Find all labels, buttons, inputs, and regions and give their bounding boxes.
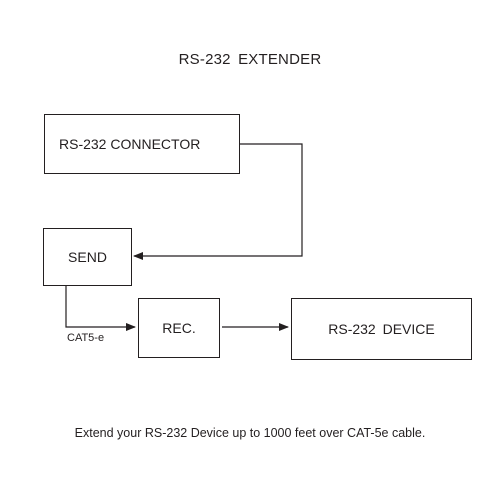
send-box: SEND — [43, 228, 132, 286]
diagram-title: RS-232 EXTENDER — [178, 51, 322, 68]
cable-label: CAT5-e — [67, 332, 105, 344]
receiver-box: REC. — [138, 298, 220, 358]
rs232-connector-box: RS-232 CONNECTOR — [44, 114, 240, 174]
receiver-label: REC. — [162, 320, 196, 336]
caption: Extend your RS-232 Device up to 1000 fee… — [74, 426, 426, 440]
send-label: SEND — [68, 249, 107, 265]
arrow-connector-to-send — [133, 143, 303, 260]
rs232-device-box: RS-232 DEVICE — [291, 298, 472, 360]
arrow-send-to-rec — [65, 286, 136, 331]
rs232-device-label: RS-232 DEVICE — [328, 321, 435, 337]
rs232-connector-label: RS-232 CONNECTOR — [59, 136, 201, 152]
